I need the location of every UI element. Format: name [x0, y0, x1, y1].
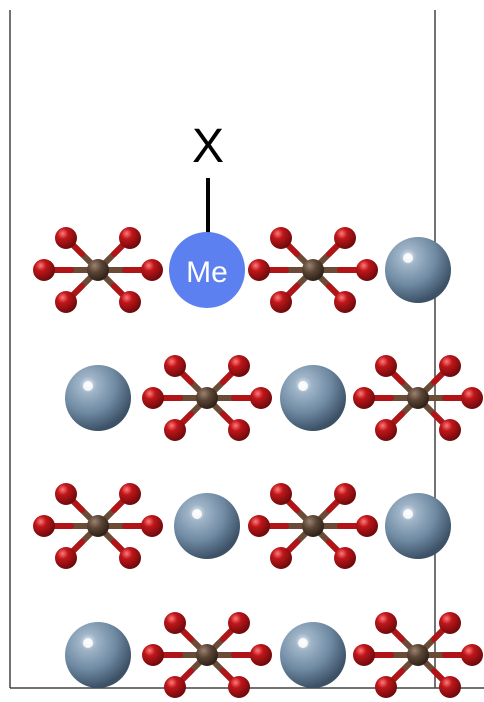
cation-sphere-body	[65, 365, 131, 431]
oxygen-atom	[270, 547, 292, 569]
oxygen-atom	[439, 355, 461, 377]
oxygen-atom	[119, 227, 141, 249]
oxygen-atom	[164, 355, 186, 377]
octahedron	[142, 355, 272, 441]
oxygen-atom	[356, 515, 378, 537]
oxygen-atom	[228, 419, 250, 441]
cation-sphere	[174, 493, 240, 559]
octahedron-center-atom	[407, 387, 429, 409]
oxygen-atom	[248, 259, 270, 281]
oxygen-atom	[461, 644, 483, 666]
oxygen-atom	[375, 676, 397, 698]
cation-sphere-highlight	[403, 509, 413, 519]
octahedron	[33, 227, 163, 313]
octahedron-center-atom	[87, 259, 109, 281]
octahedron	[142, 612, 272, 698]
oxygen-atom	[356, 259, 378, 281]
octahedron-center-atom	[87, 515, 109, 537]
octahedron	[33, 483, 163, 569]
cation-sphere	[385, 493, 451, 559]
oxygen-atom	[334, 227, 356, 249]
oxygen-atom	[228, 355, 250, 377]
oxygen-atom	[375, 355, 397, 377]
oxygen-atom	[250, 387, 272, 409]
dopant-atom: Me	[169, 232, 245, 308]
cation-sphere-highlight	[298, 381, 308, 391]
atom-layer	[33, 227, 483, 698]
octahedron-center-atom	[196, 387, 218, 409]
octahedron	[248, 483, 378, 569]
oxygen-atom	[439, 419, 461, 441]
oxygen-atom	[228, 612, 250, 634]
octahedron	[248, 227, 378, 313]
oxygen-atom	[270, 483, 292, 505]
cation-sphere-highlight	[298, 638, 308, 648]
oxygen-atom	[141, 259, 163, 281]
cation-sphere	[280, 365, 346, 431]
adsorbate-label: X	[192, 120, 224, 173]
dopant-label: Me	[186, 256, 228, 289]
cation-sphere-body	[280, 365, 346, 431]
oxygen-atom	[334, 547, 356, 569]
octahedron-center-atom	[407, 644, 429, 666]
oxygen-atom	[142, 644, 164, 666]
cation-sphere-highlight	[192, 509, 202, 519]
oxygen-atom	[353, 387, 375, 409]
oxygen-atom	[250, 644, 272, 666]
oxygen-atom	[142, 387, 164, 409]
cation-sphere-body	[280, 622, 346, 688]
cation-sphere-highlight	[403, 253, 413, 263]
oxygen-atom	[334, 291, 356, 313]
oxygen-atom	[461, 387, 483, 409]
cation-sphere-body	[174, 493, 240, 559]
oxygen-atom	[164, 676, 186, 698]
cation-sphere	[65, 365, 131, 431]
oxygen-atom	[375, 419, 397, 441]
oxygen-atom	[334, 483, 356, 505]
cation-sphere-highlight	[83, 638, 93, 648]
octahedron	[353, 355, 483, 441]
oxygen-atom	[270, 227, 292, 249]
oxygen-atom	[33, 259, 55, 281]
cation-sphere-highlight	[83, 381, 93, 391]
oxygen-atom	[119, 483, 141, 505]
cation-sphere-body	[385, 493, 451, 559]
cation-sphere	[280, 622, 346, 688]
oxygen-atom	[439, 676, 461, 698]
oxygen-atom	[164, 612, 186, 634]
oxygen-atom	[439, 612, 461, 634]
oxygen-atom	[55, 547, 77, 569]
oxygen-atom	[164, 419, 186, 441]
octahedron	[353, 612, 483, 698]
oxygen-atom	[119, 291, 141, 313]
oxygen-atom	[55, 227, 77, 249]
oxygen-atom	[375, 612, 397, 634]
oxygen-atom	[55, 291, 77, 313]
cation-sphere-body	[385, 237, 451, 303]
cation-sphere-body	[65, 622, 131, 688]
oxygen-atom	[33, 515, 55, 537]
octahedron-center-atom	[302, 515, 324, 537]
cation-sphere	[385, 237, 451, 303]
oxygen-atom	[55, 483, 77, 505]
oxygen-atom	[228, 676, 250, 698]
oxygen-atom	[270, 291, 292, 313]
cation-sphere	[65, 622, 131, 688]
oxygen-atom	[353, 644, 375, 666]
oxygen-atom	[248, 515, 270, 537]
oxygen-atom	[141, 515, 163, 537]
octahedron-center-atom	[196, 644, 218, 666]
oxygen-atom	[119, 547, 141, 569]
octahedron-center-atom	[302, 259, 324, 281]
